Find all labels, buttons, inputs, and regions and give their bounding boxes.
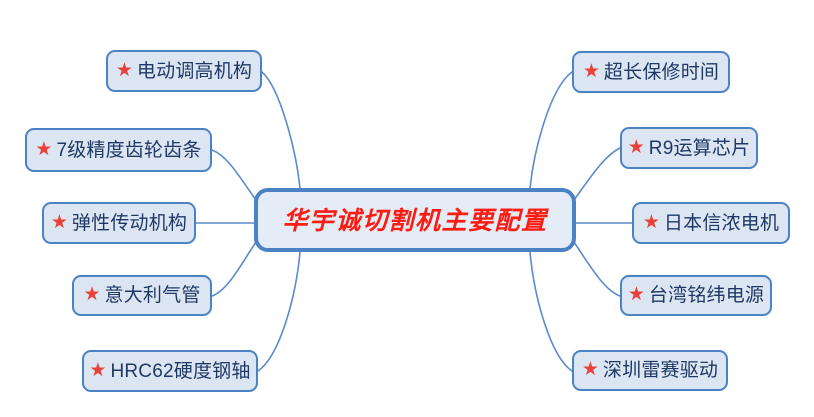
central-topic-label: 华宇诚切割机主要配置	[282, 205, 548, 235]
branch-node-right-4[interactable]: ★台湾铭纬电源	[620, 275, 772, 316]
branch-node-label: 日本信浓电机	[663, 212, 780, 234]
branch-node-left-1[interactable]: ★电动调高机构	[106, 50, 262, 92]
branch-node-left-3[interactable]: ★弹性传动机构	[42, 202, 196, 244]
star-icon: ★	[115, 59, 133, 81]
connector-left-4	[211, 241, 257, 297]
connector-right-2	[573, 147, 621, 201]
star-icon: ★	[50, 211, 68, 233]
branch-node-label: 超长保修时间	[603, 61, 720, 83]
branch-node-label: 台湾铭纬电源	[648, 285, 765, 306]
branch-node-label: HRC62硬度钢轴	[110, 360, 251, 382]
connector-right-4	[573, 241, 621, 297]
branch-node-label: 深圳雷赛驱动	[602, 360, 719, 381]
connector-left-2	[211, 149, 257, 201]
connector-right-1	[529, 71, 573, 189]
star-icon: ★	[581, 359, 599, 380]
star-icon: ★	[83, 284, 101, 305]
branch-node-label: 7级精度齿轮齿条	[56, 139, 202, 161]
connector-left-1	[261, 71, 301, 189]
branch-node-left-4[interactable]: ★意大利气管	[72, 275, 212, 316]
branch-node-right-1[interactable]: ★超长保修时间	[572, 51, 730, 93]
branch-node-right-5[interactable]: ★深圳雷赛驱动	[572, 350, 728, 391]
star-icon: ★	[627, 284, 645, 305]
branch-node-left-5[interactable]: ★HRC62硬度钢轴	[82, 350, 258, 392]
star-icon: ★	[627, 136, 645, 158]
branch-node-label: 弹性传动机构	[71, 212, 188, 234]
branch-node-label: 意大利气管	[104, 285, 201, 306]
connector-left-5	[257, 251, 301, 372]
branch-node-label: R9运算芯片	[648, 137, 751, 159]
star-icon: ★	[89, 359, 107, 381]
star-icon: ★	[642, 211, 660, 233]
star-icon: ★	[35, 138, 53, 160]
branch-node-left-2[interactable]: ★7级精度齿轮齿条	[25, 128, 212, 172]
branch-node-right-3[interactable]: ★日本信浓电机	[632, 202, 790, 244]
branch-node-right-2[interactable]: ★R9运算芯片	[620, 127, 758, 169]
star-icon: ★	[582, 60, 600, 82]
central-topic-node[interactable]: 华宇诚切割机主要配置	[254, 188, 576, 252]
branch-node-label: 电动调高机构	[136, 60, 253, 82]
connector-right-5	[529, 251, 573, 372]
